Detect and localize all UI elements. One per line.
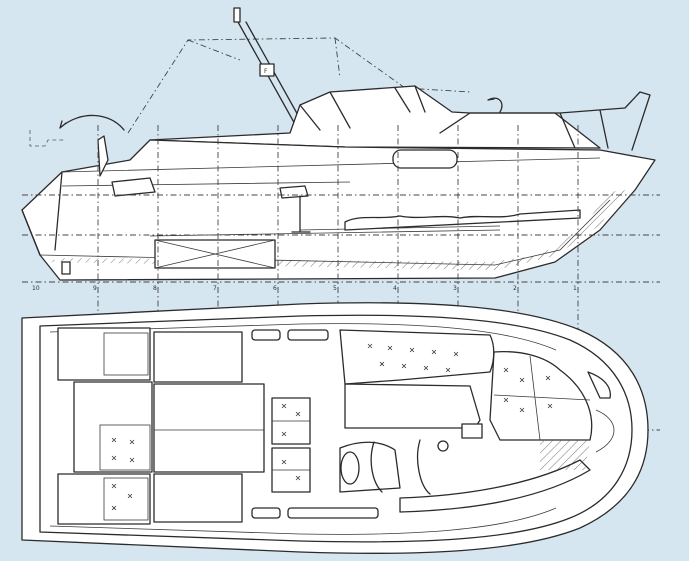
station-label: 1 bbox=[573, 285, 577, 292]
station-label: 4 bbox=[393, 285, 397, 292]
aft-seat bbox=[111, 177, 156, 197]
cabin-berth-lower bbox=[344, 383, 481, 429]
bimini-top-outline bbox=[127, 37, 471, 134]
steering-wheel bbox=[340, 451, 360, 485]
v-berth-cushions bbox=[344, 209, 581, 231]
station-label: 7 bbox=[213, 285, 217, 292]
mast-flag-label: F bbox=[264, 68, 268, 75]
arrow-aft bbox=[59, 114, 125, 131]
plan-view bbox=[21, 302, 649, 554]
aft-post bbox=[97, 135, 109, 177]
station-label: 10 bbox=[32, 285, 40, 292]
transom bbox=[21, 171, 63, 256]
arrow-fwd bbox=[487, 97, 503, 113]
porthole bbox=[392, 149, 458, 169]
deck-hatch-top bbox=[153, 331, 243, 383]
station-label: 5 bbox=[333, 285, 337, 292]
station-label: 2 bbox=[513, 285, 517, 292]
side-profile: F bbox=[21, 7, 656, 281]
forward-berth bbox=[489, 350, 593, 441]
station-label: 3 bbox=[453, 285, 457, 292]
keel-hatch bbox=[48, 190, 625, 270]
gunwale-inner bbox=[39, 314, 633, 543]
windshield bbox=[299, 85, 426, 131]
bow-rail bbox=[439, 91, 651, 151]
starboard-walkway bbox=[399, 459, 591, 513]
station-label: 9 bbox=[93, 285, 97, 292]
deck-hatch-bottom bbox=[153, 473, 243, 523]
station-label: 8 bbox=[153, 285, 157, 292]
cabin-superstructure bbox=[149, 85, 601, 149]
radar-arch: F bbox=[233, 7, 305, 127]
bow-locker bbox=[587, 371, 611, 399]
station-labels: 10 9 8 7 6 5 4 3 2 1 bbox=[32, 285, 577, 292]
deck-hatch-mid bbox=[153, 383, 265, 473]
station-label: 6 bbox=[273, 285, 277, 292]
cushion-tufts bbox=[111, 343, 553, 511]
